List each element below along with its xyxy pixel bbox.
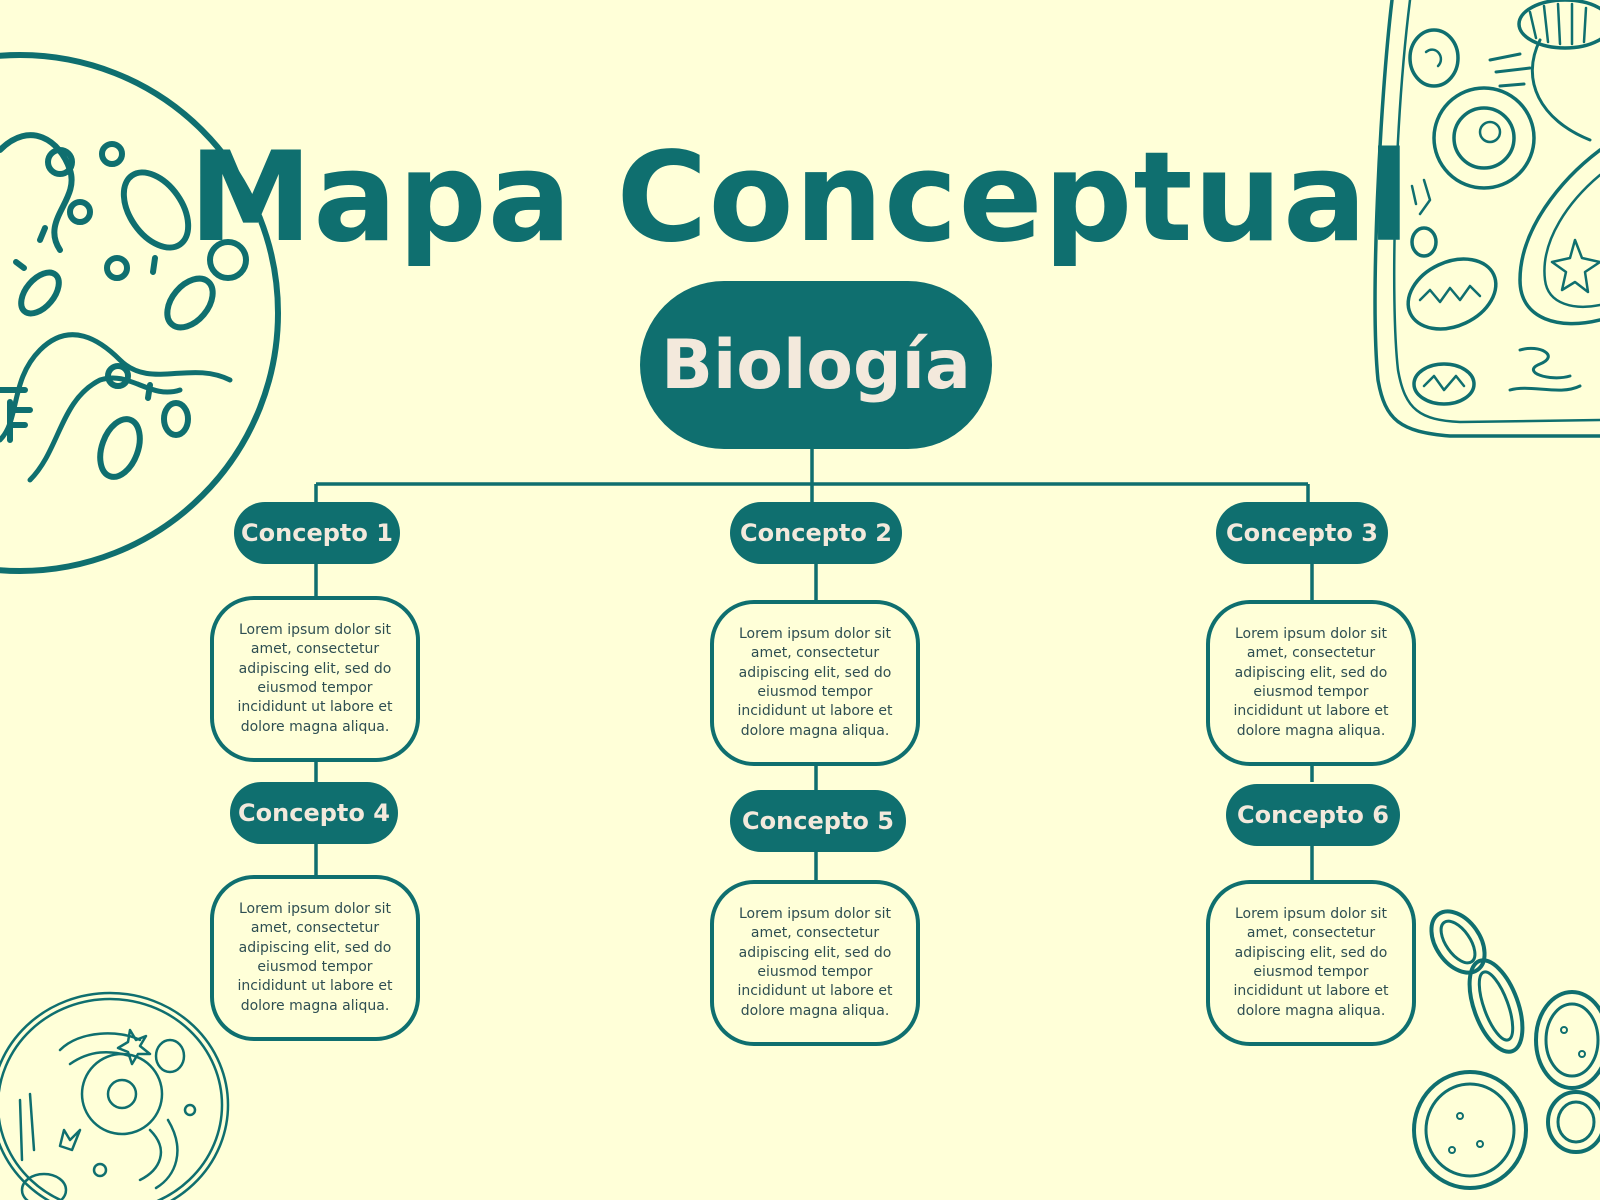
animal-cell-icon [0,991,230,1200]
concept-1-node: Concepto 1 [234,502,400,564]
concept-1-description: Lorem ipsum dolor sit amet, consectetur … [210,596,420,762]
concept-4-node: Concepto 4 [230,782,398,844]
concept-5-description: Lorem ipsum dolor sit amet, consectetur … [710,880,920,1046]
concept-2-description: Lorem ipsum dolor sit amet, consectetur … [710,600,920,766]
concept-6-node: Concepto 6 [1226,784,1400,846]
concept-3-description: Lorem ipsum dolor sit amet, consectetur … [1206,600,1416,766]
concept-3-node: Concepto 3 [1216,502,1388,564]
concept-5-node: Concepto 5 [730,790,906,852]
cell-icon [0,52,281,574]
concept-2-node: Concepto 2 [730,502,902,564]
root-node: Biología [640,281,992,449]
concept-6-description: Lorem ipsum dolor sit amet, consectetur … [1206,880,1416,1046]
plant-cell-icon [1373,0,1600,438]
page-title: Mapa Conceptual [188,126,1412,270]
concept-4-description: Lorem ipsum dolor sit amet, consectetur … [210,875,420,1041]
mitochondria-icon [1412,909,1600,1190]
